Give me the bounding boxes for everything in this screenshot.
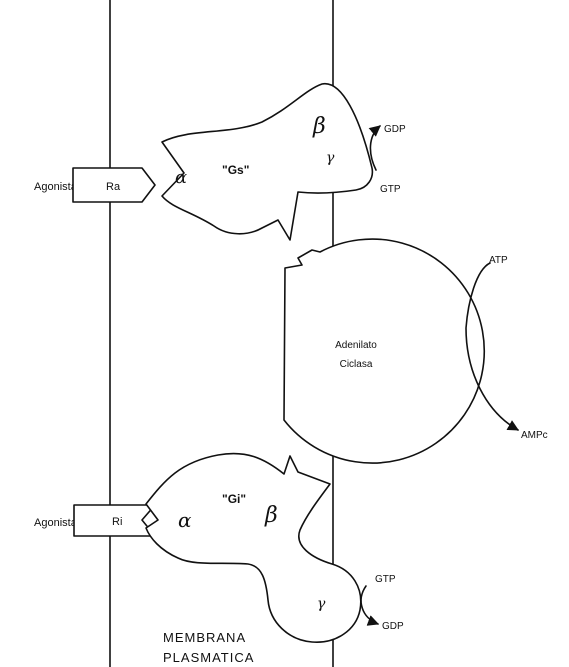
enzyme-name-line2: Ciclasa	[340, 359, 373, 370]
adenylate-cyclase	[283, 238, 486, 464]
gs-protein	[161, 83, 374, 241]
gs-gdp-gtp-arrow	[368, 125, 381, 171]
ra-receptor	[72, 167, 156, 203]
top-agonist-label: Agonista	[34, 181, 78, 193]
ri-receptor-label: Ri	[112, 516, 122, 528]
gi-beta-symbol: β	[264, 503, 278, 528]
gs-gdp-label: GDP	[384, 124, 406, 135]
gi-gamma-symbol: γ	[317, 596, 326, 612]
membrane-label-line1: MEMBRANA	[163, 630, 246, 645]
gi-gtp-gdp-arrow	[360, 585, 380, 626]
bottom-agonist-label: Agonista	[34, 517, 78, 529]
ra-receptor-label: Ra	[106, 181, 121, 193]
gi-gdp-label: GDP	[382, 621, 404, 632]
membrane-label-line2: PLASMATICA	[163, 650, 254, 665]
gs-beta-symbol: β	[312, 114, 326, 139]
gi-alpha-symbol: α	[178, 508, 192, 532]
atp-to-ampc-arrow	[465, 262, 519, 431]
gs-gamma-symbol: γ	[326, 150, 335, 166]
enzyme-name-line1: Adenilato	[335, 340, 377, 351]
gi-label: "Gi"	[222, 492, 246, 506]
gs-alpha-symbol: α	[175, 167, 187, 188]
ampc-label: AMPc	[521, 430, 548, 441]
gi-protein	[145, 452, 362, 643]
atp-label: ATP	[489, 255, 508, 266]
gs-label: "Gs"	[222, 163, 249, 177]
gs-gtp-label: GTP	[380, 184, 401, 195]
gi-gtp-label: GTP	[375, 574, 396, 585]
